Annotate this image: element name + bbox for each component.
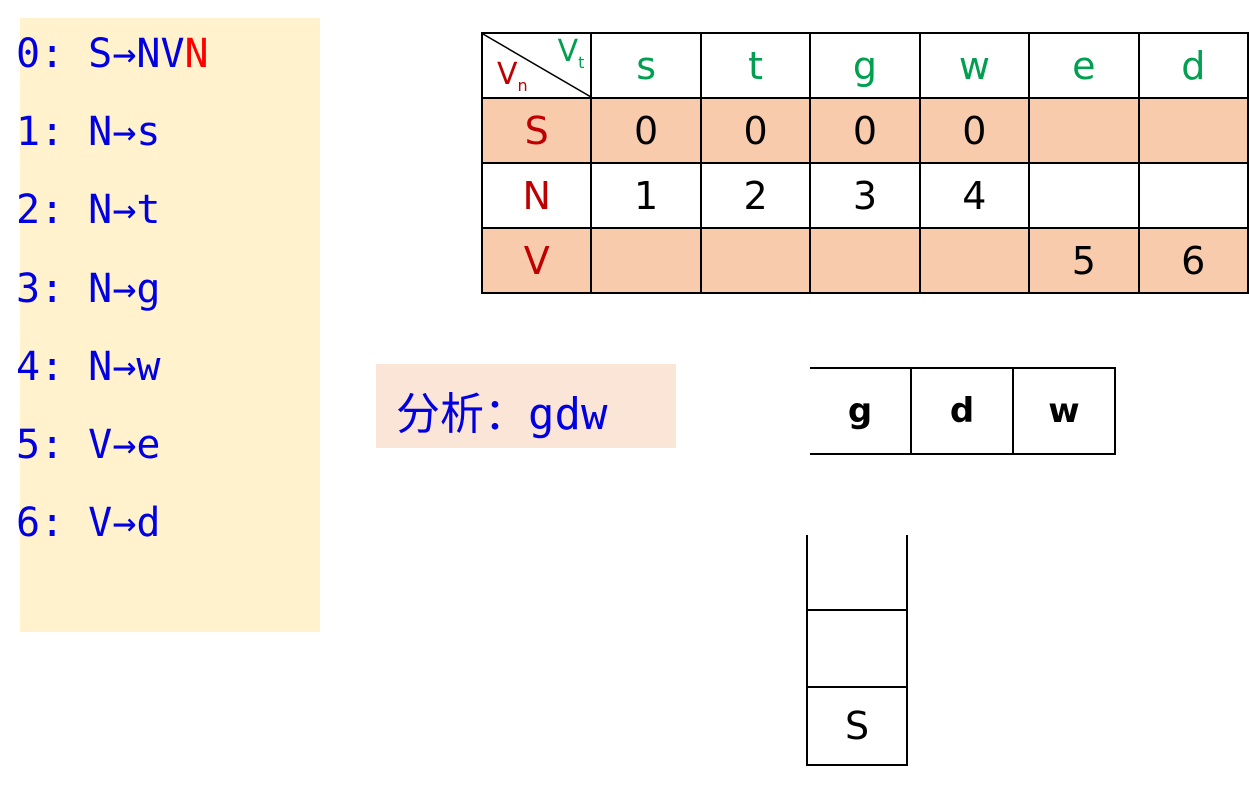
table-cell: [1137, 97, 1249, 164]
table-cell: 2: [699, 162, 812, 229]
production-rule: 3: N→g: [16, 265, 160, 313]
production-lhs: N: [88, 344, 113, 390]
analyze-label-box: 分析：gdw: [376, 364, 676, 448]
production-rule: 6: V→d: [16, 499, 160, 547]
production-number: 4:: [16, 344, 65, 390]
terminal-header: e: [1028, 32, 1140, 99]
production-number: 2:: [16, 187, 65, 233]
terminal-header: t: [699, 32, 812, 99]
production-number: 1:: [16, 109, 65, 155]
stack-item: [808, 611, 906, 686]
arrow-icon: →: [112, 187, 137, 233]
production-rhs: d: [136, 500, 161, 546]
stack-divider: [806, 609, 908, 611]
table-cell: 5: [1028, 227, 1140, 294]
nonterminal-header: S: [480, 97, 593, 164]
table-cell: 0: [918, 97, 1031, 164]
arrow-icon: →: [112, 500, 137, 546]
table-header-row: Vn Vt s t g w e d: [480, 32, 1249, 99]
corner-diagonal: [483, 34, 591, 97]
terminal-header: w: [918, 32, 1031, 99]
table-corner-cell: Vn Vt: [480, 32, 593, 99]
stack-bottom: [806, 764, 908, 766]
analyze-label: 分析：gdw: [396, 389, 608, 440]
nonterminal-header: N: [480, 162, 593, 229]
production-rule: 2: N→t: [16, 186, 160, 234]
vt-label: Vt: [557, 34, 585, 72]
table-cell: [1028, 162, 1140, 229]
production-rhs-highlight: N: [184, 31, 209, 77]
arrow-icon: →: [112, 344, 137, 390]
production-number: 0:: [16, 31, 65, 77]
production-number: 5:: [16, 422, 65, 468]
terminal-header: g: [809, 32, 921, 99]
tape-cell: w: [1014, 369, 1116, 453]
table-cell: 3: [809, 162, 921, 229]
table-cell: 0: [809, 97, 921, 164]
stack-divider: [806, 686, 908, 688]
table-row: V 5 6: [480, 227, 1249, 294]
production-rhs: g: [136, 266, 161, 312]
table-cell: [1137, 162, 1249, 229]
table-cell: [918, 227, 1031, 294]
production-lhs: V: [88, 500, 113, 546]
table-cell: [809, 227, 921, 294]
stack-item: S: [844, 703, 870, 748]
vn-label: Vn: [497, 57, 528, 95]
table-cell: 0: [590, 97, 702, 164]
production-list: [20, 18, 320, 632]
analyze-input: gdw: [528, 389, 608, 440]
tape-cell: d: [912, 369, 1014, 453]
table-cell: [590, 227, 702, 294]
production-rhs: w: [136, 344, 161, 390]
production-rule: 4: N→w: [16, 343, 160, 391]
production-rule: 5: V→e: [16, 421, 160, 469]
table-cell: 4: [918, 162, 1031, 229]
production-lhs: S: [88, 31, 113, 77]
production-number: 3:: [16, 266, 65, 312]
arrow-icon: →: [112, 31, 137, 77]
table-row: N 1 2 3 4: [480, 162, 1249, 229]
tape-cell: g: [810, 369, 912, 453]
stack-right-wall: [906, 535, 908, 766]
table-cell: 6: [1137, 227, 1249, 294]
table-cell: 0: [699, 97, 812, 164]
production-number: 6:: [16, 500, 65, 546]
terminal-header: s: [590, 32, 702, 99]
table-cell: [1028, 97, 1140, 164]
production-rule: 0: S→NVN: [16, 30, 209, 78]
stack-left-wall: [806, 535, 808, 766]
arrow-icon: →: [112, 109, 137, 155]
production-rhs: t: [136, 187, 161, 233]
nonterminal-header: V: [480, 227, 593, 294]
production-lhs: V: [88, 422, 113, 468]
production-lhs: N: [88, 266, 113, 312]
arrow-icon: →: [112, 422, 137, 468]
production-lhs: N: [88, 187, 113, 233]
parse-table: Vn Vt s t g w e d S 0 0 0 0 N 1 2 3 4 V …: [480, 32, 1249, 294]
table-cell: 1: [590, 162, 702, 229]
table-row: S 0 0 0 0: [480, 97, 1249, 164]
table-cell: [699, 227, 812, 294]
input-tape: g d w: [810, 367, 1116, 455]
production-rhs: e: [136, 422, 161, 468]
arrow-icon: →: [112, 266, 137, 312]
production-rhs: s: [136, 109, 161, 155]
terminal-header: d: [1137, 32, 1249, 99]
production-lhs: N: [88, 109, 113, 155]
production-rule: 1: N→s: [16, 108, 160, 156]
production-rhs: NV: [136, 31, 185, 77]
